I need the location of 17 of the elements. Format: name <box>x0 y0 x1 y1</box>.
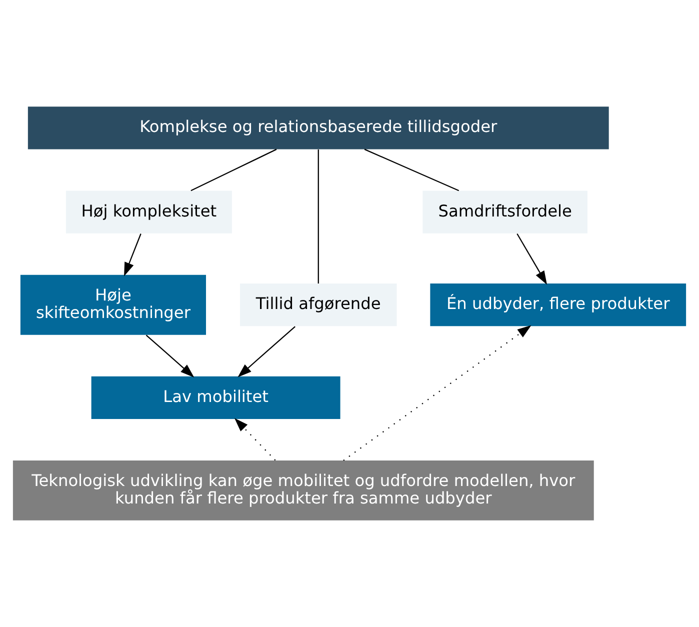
node-box: Høje skifteomkostninger <box>20 274 206 335</box>
arrow <box>146 334 194 378</box>
node-box: Høj kompleksitet <box>66 190 232 234</box>
node-box: Samdriftsfordele <box>422 190 588 234</box>
node-box: Lav mobilitet <box>91 376 340 419</box>
connector <box>364 148 460 192</box>
arrow <box>234 418 276 461</box>
node-box: Én udbyder, flere produkter <box>430 284 686 326</box>
arrow <box>124 234 142 276</box>
arrow <box>238 326 296 378</box>
arrow <box>516 233 548 285</box>
node-box: Tillid afgørende <box>240 284 397 326</box>
connector <box>318 149 319 284</box>
node-box: Teknologisk udvikling kan øge mobilitet og udfordre modellen, hvor kunden får flere produkter fra samme udbyder <box>12 460 594 520</box>
node-box: Komplekse og relationsbaserede tillidsgoder <box>28 106 609 150</box>
connector <box>190 148 277 192</box>
arrow <box>343 325 532 461</box>
